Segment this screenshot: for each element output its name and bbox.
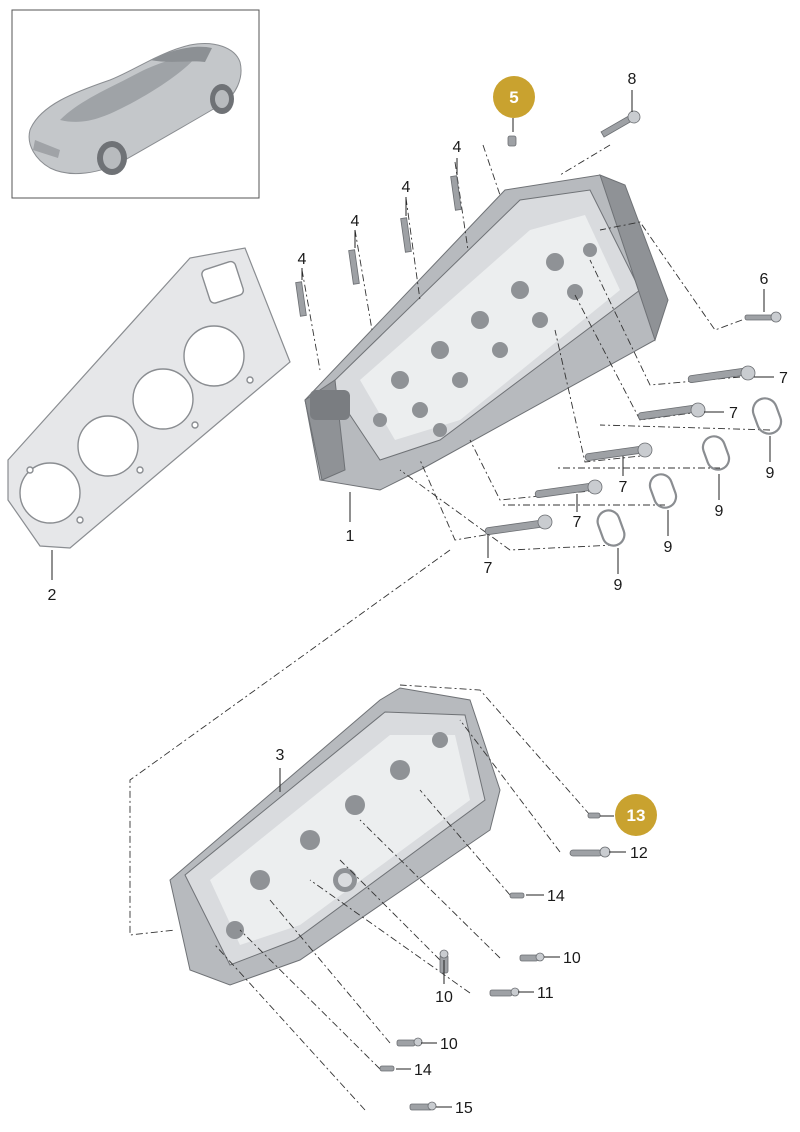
callout-3[interactable]: 3 (276, 747, 285, 764)
callout-labels: 1 2 3 4 4 4 4 8 6 7 7 7 7 7 9 9 9 9 12 1… (48, 71, 788, 1117)
badge-13[interactable]: 13 (615, 794, 657, 836)
callout-10-a[interactable]: 10 (563, 950, 581, 967)
vehicle-thumbnail (11, 9, 260, 199)
camshaft-housing (169, 687, 501, 986)
badge-13-circle (615, 794, 657, 836)
callout-11[interactable]: 11 (537, 985, 554, 1002)
callout-12[interactable]: 12 (630, 845, 648, 862)
car-icon (28, 43, 242, 175)
callout-9-c[interactable]: 9 (664, 539, 673, 556)
callout-4-b[interactable]: 4 (351, 213, 360, 230)
callout-15[interactable]: 15 (455, 1100, 473, 1117)
callout-10-b[interactable]: 10 (435, 989, 453, 1006)
callout-7-c[interactable]: 7 (619, 479, 628, 496)
callout-7-e[interactable]: 7 (484, 560, 493, 577)
callout-7-b[interactable]: 7 (729, 405, 738, 422)
callout-4-d[interactable]: 4 (453, 139, 462, 156)
callout-7-a[interactable]: 7 (779, 370, 788, 387)
badge-13-label: 13 (627, 806, 646, 825)
cylinder-head (304, 174, 669, 491)
callout-10-c[interactable]: 10 (440, 1036, 458, 1053)
callout-1[interactable]: 1 (346, 528, 355, 545)
callout-9-b[interactable]: 9 (715, 503, 724, 520)
badge-5[interactable]: 5 (493, 76, 535, 118)
callout-9-d[interactable]: 9 (614, 577, 623, 594)
callout-14-b[interactable]: 14 (414, 1062, 432, 1079)
callout-leaders (51, 90, 774, 1108)
callout-14-a[interactable]: 14 (547, 888, 565, 905)
badge-5-label: 5 (509, 88, 518, 107)
callout-4-c[interactable]: 4 (402, 179, 411, 196)
cylinder-head-gasket (7, 247, 291, 549)
callout-7-d[interactable]: 7 (573, 514, 582, 531)
fasteners (295, 110, 783, 1111)
callout-6[interactable]: 6 (760, 271, 769, 288)
callout-9-a[interactable]: 9 (766, 465, 775, 482)
badge-5-circle (493, 76, 535, 118)
callout-2[interactable]: 2 (48, 587, 57, 604)
callout-8[interactable]: 8 (628, 71, 637, 88)
callout-4-a[interactable]: 4 (298, 251, 307, 268)
